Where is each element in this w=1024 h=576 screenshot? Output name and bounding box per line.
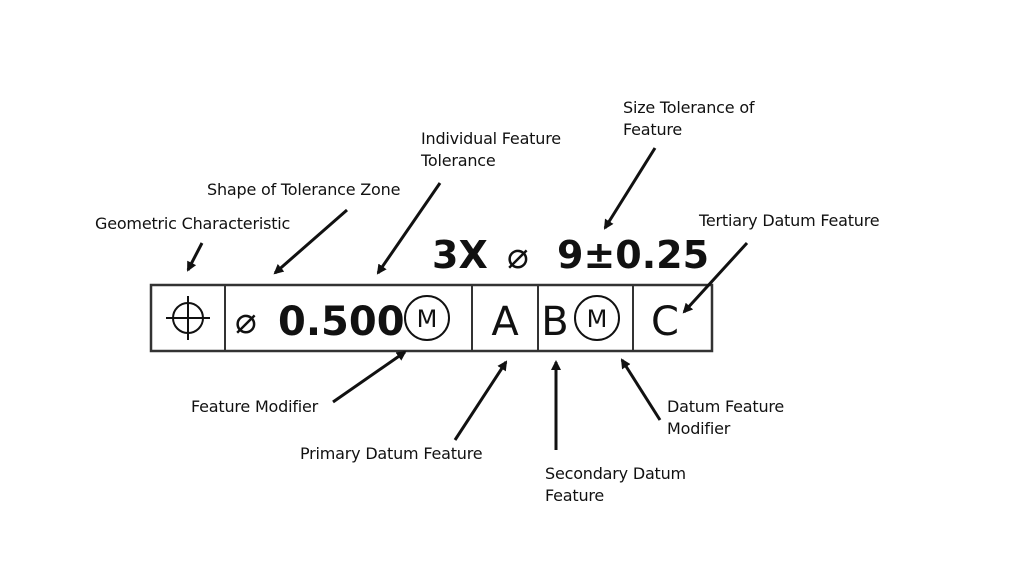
size-dimension: 3X ⌀ 9±0.25 [432, 233, 709, 277]
callout-text: Shape of Tolerance Zone [207, 180, 401, 199]
arrow-size-tolerance [603, 147, 657, 230]
tolerance-value: 0.500 [278, 299, 405, 345]
callout-text-line-1: Datum Feature [667, 397, 785, 416]
size-tolerance-value: 9±0.25 [557, 233, 709, 277]
callout-datum-feature-modifier: Datum Feature Modifier [667, 396, 784, 440]
callout-text-line-2: Feature [623, 120, 683, 139]
callout-text: Geometric Characteristic [95, 214, 291, 233]
datum-modifier-letter: M [587, 305, 608, 333]
callout-text-line-2: Tolerance [421, 151, 496, 170]
zone-diameter-symbol: ⌀ [234, 301, 256, 342]
callout-text: Primary Datum Feature [300, 444, 483, 463]
callout-arrows [186, 147, 749, 450]
callout-text-line-2: Feature [545, 486, 605, 505]
callout-text: Tertiary Datum Feature [699, 211, 880, 230]
tertiary-datum-letter: C [651, 299, 679, 345]
callout-text: Feature Modifier [191, 397, 319, 416]
arrow-tertiary-datum [682, 241, 749, 314]
arrow-individual-feature-tolerance [376, 182, 442, 275]
primary-datum-letter: A [491, 299, 519, 345]
arrow-shape-of-tolerance-zone [273, 208, 348, 275]
callout-tertiary-datum-feature: Tertiary Datum Feature [699, 210, 880, 232]
callout-shape-of-tolerance-zone: Shape of Tolerance Zone [207, 179, 400, 201]
callout-text-line-2: Modifier [667, 419, 731, 438]
feature-control-frame: ⌀ 0.500 M A B M C [149, 283, 714, 353]
datum-modifier-symbol: M [574, 295, 620, 341]
callout-secondary-datum-feature: Secondary Datum Feature [545, 463, 686, 507]
callout-text-line-1: Size Tolerance of [623, 98, 755, 117]
position-crosshair-icon [166, 296, 210, 340]
callout-geometric-characteristic: Geometric Characteristic [95, 213, 290, 235]
secondary-datum-letter: B [541, 299, 568, 345]
arrow-primary-datum [453, 360, 508, 441]
pattern-count: 3X [432, 233, 488, 277]
arrow-datum-modifier [620, 358, 662, 421]
size-diameter-symbol: ⌀ [506, 236, 528, 277]
callout-size-tolerance-of-feature: Size Tolerance of Feature [623, 97, 755, 141]
arrow-geometric-characteristic [186, 242, 204, 272]
callout-feature-modifier: Feature Modifier [191, 396, 318, 418]
callout-text-line-1: Secondary Datum [545, 464, 686, 483]
feature-modifier-letter: M [417, 305, 438, 333]
arrow-feature-modifier [332, 350, 407, 404]
feature-modifier-symbol: M [404, 295, 450, 341]
callout-primary-datum-feature: Primary Datum Feature [300, 443, 483, 465]
frame-border [149, 283, 714, 353]
callout-text-line-1: Individual Feature [421, 129, 561, 148]
callout-individual-feature-tolerance: Individual Feature Tolerance [421, 128, 561, 172]
